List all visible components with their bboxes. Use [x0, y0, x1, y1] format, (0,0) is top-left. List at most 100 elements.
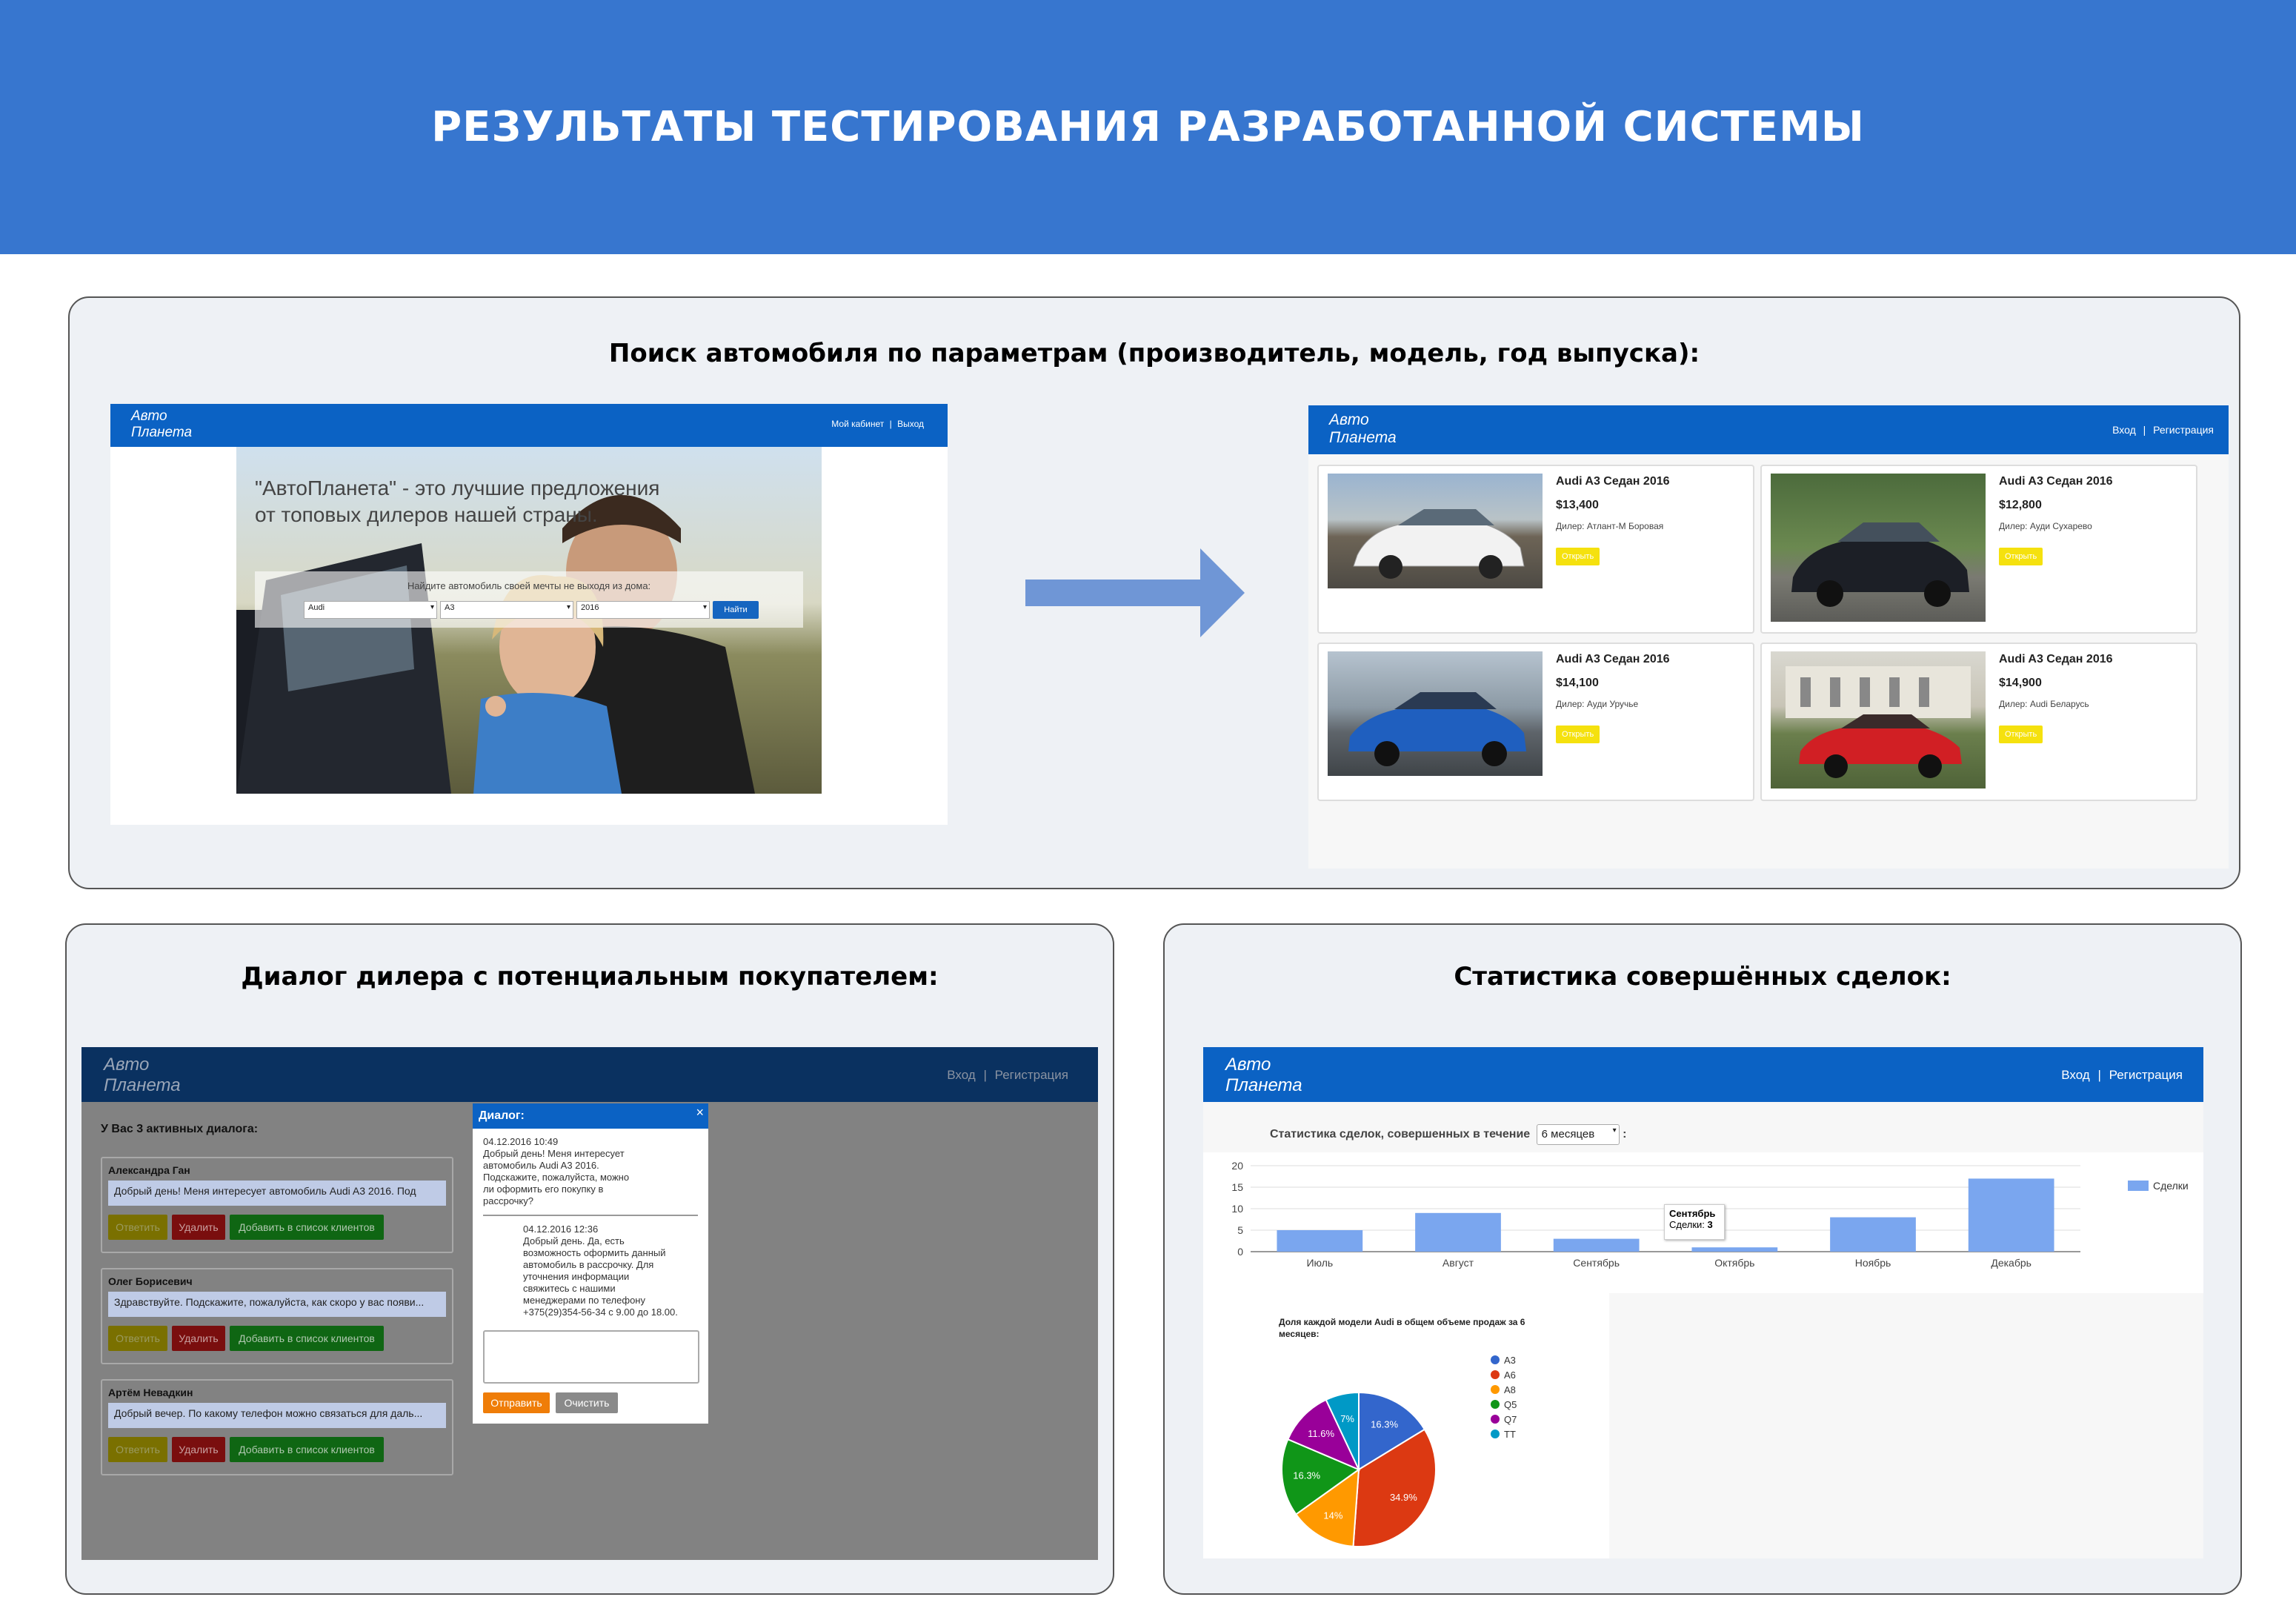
send-button[interactable]: Отправить — [483, 1392, 550, 1413]
divider — [483, 1215, 698, 1216]
car-dealer: Дилер: Ауди Уручье — [1556, 699, 1639, 709]
maker-select[interactable]: Audi — [304, 601, 437, 619]
delete-button[interactable]: Удалить — [172, 1437, 225, 1462]
y-tick-label: 15 — [1231, 1181, 1243, 1193]
message-time: 04.12.2016 12:36 — [523, 1224, 599, 1235]
chart-tooltip: Сентябрь Сделки: 3 — [1664, 1204, 1725, 1240]
site-logo[interactable]: Авто Планета — [1329, 411, 1397, 447]
car-title: Audi A3 Седан 2016 — [1556, 475, 1670, 488]
message-line: менеджерами по телефону — [523, 1295, 645, 1306]
active-dialogs-label: У Вас 3 активных диалога: — [101, 1123, 259, 1135]
message-line: Добрый день! Меня интересует — [483, 1148, 625, 1159]
model-select[interactable]: A3 — [440, 601, 573, 619]
navbar-links: Мой кабинет | Выход — [831, 419, 924, 429]
car-photo — [1328, 474, 1543, 588]
tooltip-month: Сентябрь — [1669, 1208, 1716, 1219]
slice-label: 34.9% — [1390, 1492, 1417, 1503]
legend-label: Сделки — [2153, 1180, 2189, 1192]
register-link[interactable]: Регистрация — [994, 1068, 1068, 1082]
message-line: автомобиль в рассрочку. Для — [523, 1259, 654, 1270]
login-link[interactable]: Вход — [947, 1068, 976, 1082]
car-title: Audi A3 Седан 2016 — [1999, 475, 2113, 488]
slice-label: 14% — [1323, 1510, 1342, 1521]
open-button[interactable]: Открыть — [1999, 726, 2043, 743]
legend-swatch — [2128, 1181, 2149, 1191]
register-link[interactable]: Регистрация — [2153, 424, 2214, 436]
car-photo — [1771, 474, 1986, 622]
year-select[interactable]: 2016 — [576, 601, 710, 619]
legend-label: A8 — [1504, 1384, 1516, 1395]
dialog-screenshot: Авто Планета Вход | Регистрация У Вас 3 … — [81, 1047, 1098, 1560]
add-to-clients-button[interactable]: Добавить в список клиентов — [230, 1215, 384, 1240]
search-form: Найдите автомобиль своей мечты не выходя… — [255, 571, 803, 628]
login-link[interactable]: Вход — [2061, 1068, 2090, 1082]
message-line: Добрый день. Да, есть — [523, 1235, 625, 1246]
filter-label: Статистика сделок, совершенных в течение — [1270, 1128, 1531, 1141]
close-icon[interactable]: × — [696, 1105, 704, 1120]
dialog-item: Артём Невадкин Добрый вечер. По какому т… — [101, 1379, 453, 1475]
slice-label: 16.3% — [1371, 1418, 1398, 1430]
pie-slice — [1352, 1428, 1437, 1547]
car-dealer: Дилер: Ауди Сухарево — [1999, 521, 2092, 531]
bar — [1968, 1178, 2054, 1252]
bar — [1691, 1247, 1778, 1252]
car-price: $13,400 — [1556, 499, 1599, 511]
navbar: Авто Планета Вход | Регистрация — [1308, 405, 2229, 454]
open-button[interactable]: Открыть — [1999, 548, 2043, 565]
car-price: $14,100 — [1556, 677, 1599, 689]
reply-textarea[interactable] — [483, 1330, 699, 1384]
add-to-clients-button[interactable]: Добавить в список клиентов — [230, 1437, 384, 1462]
delete-button[interactable]: Удалить — [172, 1326, 225, 1351]
delete-button[interactable]: Удалить — [172, 1215, 225, 1240]
dialog-item: Александра Ган Добрый день! Меня интерес… — [101, 1157, 453, 1253]
legend-marker — [1491, 1430, 1500, 1438]
pie-title: Доля каждой модели Audi в общем объеме п… — [1279, 1317, 1525, 1339]
find-button[interactable]: Найти — [713, 601, 759, 619]
add-to-clients-button[interactable]: Добавить в список клиентов — [230, 1326, 384, 1351]
nav-separator: | — [2097, 1068, 2101, 1082]
pie-slice — [1281, 1438, 1361, 1515]
car-dealer: Дилер: Атлант-М Боровая — [1556, 521, 1664, 531]
customer-name: Артём Невадкин — [108, 1387, 193, 1398]
car-photo — [1328, 651, 1543, 776]
site-logo[interactable]: Авто Планета — [1225, 1055, 1302, 1095]
car-illustration — [1786, 666, 1971, 778]
x-tick-label: Октябрь — [1714, 1257, 1754, 1269]
open-button[interactable]: Открыть — [1556, 726, 1600, 743]
site-logo[interactable]: Авто Планета — [104, 1055, 181, 1095]
search-prompt: Найдите автомобиль своей мечты не выходя… — [407, 580, 651, 591]
clear-button[interactable]: Очистить — [556, 1392, 618, 1413]
reply-button[interactable]: Ответить — [108, 1437, 167, 1462]
car-price: $12,800 — [1999, 499, 2042, 511]
message-preview: Здравствуйте. Подскажите, пожалуйста, ка… — [108, 1292, 446, 1317]
dialog-heading: Диалог дилера с потенциальным покупателе… — [241, 962, 939, 992]
x-tick-label: Август — [1443, 1257, 1474, 1269]
message-line: автомобиль Audi A3 2016. — [483, 1160, 599, 1171]
slice-label: 7% — [1340, 1413, 1354, 1424]
navbar-links: Вход | Регистрация — [2112, 424, 2214, 436]
pie-slice — [1294, 1467, 1360, 1547]
logout-link[interactable]: Выход — [897, 419, 924, 429]
stats-panel: Статистика совершённых сделок: Авто План… — [1163, 923, 2242, 1595]
car-price: $14,900 — [1999, 677, 2042, 689]
arrow-right-icon — [1025, 548, 1245, 637]
reply-button[interactable]: Ответить — [108, 1326, 167, 1351]
message-preview: Добрый вечер. По какому телефон можно св… — [108, 1403, 446, 1428]
customer-name: Александра Ган — [108, 1164, 190, 1176]
login-link[interactable]: Вход — [2112, 424, 2136, 436]
x-tick-label: Сентябрь — [1573, 1257, 1620, 1269]
open-button[interactable]: Открыть — [1556, 548, 1600, 565]
period-select[interactable]: 6 месяцев — [1536, 1124, 1620, 1145]
reply-button[interactable]: Ответить — [108, 1215, 167, 1240]
message-line: свяжитесь с нашими — [523, 1283, 616, 1294]
cabinet-link[interactable]: Мой кабинет — [831, 419, 885, 429]
pie-slice — [1358, 1391, 1426, 1471]
car-illustration — [1353, 509, 1525, 579]
y-tick-label: 10 — [1231, 1203, 1243, 1215]
bar — [1553, 1238, 1640, 1252]
register-link[interactable]: Регистрация — [2109, 1068, 2183, 1082]
customer-message: Добрый день! Меня интересует автомобиль … — [483, 1148, 629, 1207]
site-logo[interactable]: Авто Планета — [131, 408, 193, 440]
modal-title: Диалог: — [479, 1109, 525, 1122]
